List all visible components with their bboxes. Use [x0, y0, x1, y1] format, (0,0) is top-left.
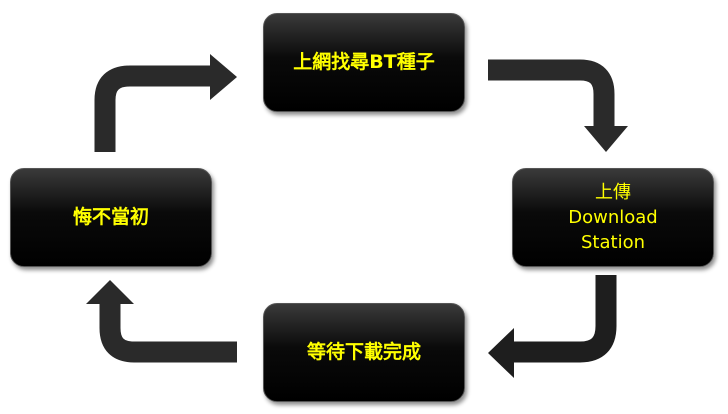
node-wait-download: 等待下載完成 — [263, 303, 465, 402]
node-find-bt-seed: 上網找尋BT種子 — [263, 13, 465, 112]
node-regret: 悔不當初 — [10, 168, 212, 267]
node-label: Station — [581, 232, 645, 253]
node-label: 等待下載完成 — [306, 341, 421, 363]
arrow-regret-to-find — [94, 54, 237, 152]
arrow-find-to-upload — [488, 59, 628, 152]
node-upload-download-station: 上傳 Download Station — [512, 168, 714, 267]
arrow-upload-to-wait — [488, 275, 617, 378]
node-label: Download — [568, 207, 658, 228]
node-label: 上傳 — [595, 182, 631, 203]
arrow-wait-to-regret — [86, 280, 237, 363]
node-label: 悔不當初 — [72, 206, 149, 228]
node-label: 上網找尋BT種子 — [293, 51, 435, 73]
